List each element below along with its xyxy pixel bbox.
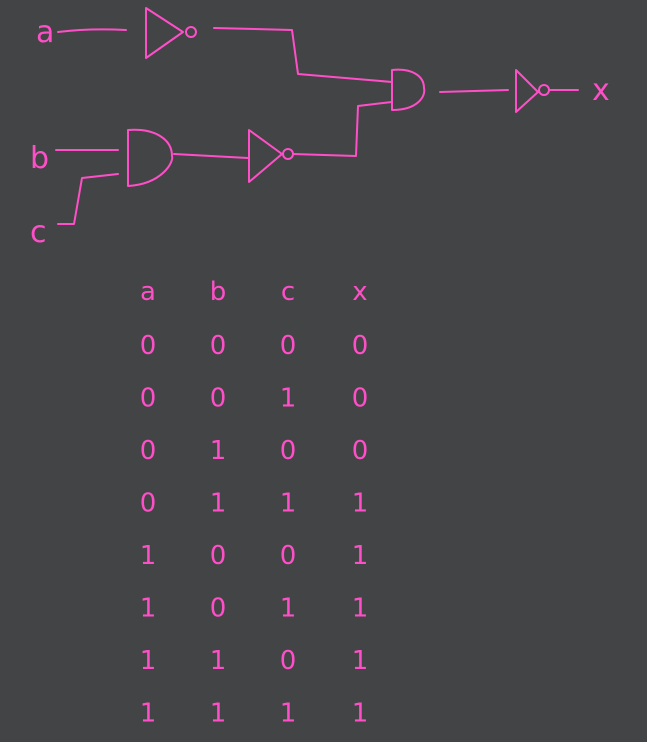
table-cell-b: 1	[210, 436, 227, 466]
wire-and-final-to-not-3	[439, 89, 509, 93]
table-cell-c: 1	[280, 489, 297, 519]
table-cell-b: 1	[210, 646, 227, 676]
table-cell-a: 0	[140, 436, 157, 466]
table-row: 1 0 0 1	[140, 541, 369, 571]
not-gate-top-bubble	[185, 26, 197, 38]
table-row: 1 0 1 1	[140, 594, 369, 624]
wire-a-to-not-1	[57, 28, 127, 33]
table-cell-c: 1	[280, 699, 297, 729]
table-cell-a: 0	[140, 331, 157, 361]
table-cell-c: 0	[280, 541, 297, 571]
table-row: 1 1 0 1	[140, 646, 369, 676]
table-cell-x: 1	[352, 699, 369, 729]
table-cell-x: 0	[352, 384, 369, 414]
table-header-c: c	[281, 277, 295, 307]
table-cell-a: 1	[140, 646, 157, 676]
input-label-b: b	[30, 141, 49, 176]
table-cell-x: 1	[352, 541, 369, 571]
not-gate-top	[145, 7, 184, 59]
table-cell-x: 1	[352, 489, 369, 519]
table-row: 0 0 1 0	[140, 384, 369, 414]
wire-c-to-and-1	[57, 173, 119, 225]
table-cell-x: 0	[352, 436, 369, 466]
not-gate-middle	[248, 129, 283, 183]
table-cell-a: 1	[140, 541, 157, 571]
table-cell-c: 0	[280, 436, 297, 466]
and-gate-final	[391, 68, 426, 111]
not-gate-middle-bubble	[282, 148, 294, 160]
table-cell-c: 0	[280, 331, 297, 361]
table-cell-b: 0	[210, 541, 227, 571]
table-cell-c: 1	[280, 594, 297, 624]
table-cell-x: 1	[352, 646, 369, 676]
table-row: 1 1 1 1	[140, 699, 369, 729]
and-gate-1	[127, 128, 174, 187]
table-cell-b: 1	[210, 489, 227, 519]
truth-table: a b c x 0 0 0 0 0 0 1 0 0 1 0 0 0 1 1 1 1 0 0 1 1 0 1 1 1 1 0 1 1 1 1 1	[140, 277, 369, 729]
table-row: 0 1 0 0	[140, 436, 369, 466]
table-cell-a: 1	[140, 594, 157, 624]
table-rows: 0 0 0 0 0 0 1 0 0 1 0 0 0 1 1 1 1 0 0 1 1 0 1 1 1 1 0 1 1 1 1 1	[140, 331, 369, 729]
wire-not-2-to-and-final	[292, 101, 393, 157]
table-cell-b: 0	[210, 594, 227, 624]
table-cell-x: 0	[352, 331, 369, 361]
table-cell-b: 1	[210, 699, 227, 729]
table-row: 0 1 1 1	[140, 489, 369, 519]
table-header-a: a	[140, 277, 156, 307]
table-cell-b: 0	[210, 331, 227, 361]
table-cell-c: 0	[280, 646, 297, 676]
input-label-a: a	[36, 15, 54, 50]
table-cell-c: 1	[280, 384, 297, 414]
table-header-x: x	[352, 277, 367, 307]
table-cell-a: 1	[140, 699, 157, 729]
table-cell-x: 1	[352, 594, 369, 624]
not-gate-output	[515, 69, 539, 113]
input-label-c: c	[30, 215, 47, 250]
not-gate-output-bubble	[538, 84, 550, 96]
table-header-b: b	[210, 277, 227, 307]
wire-and-1-to-not-2	[173, 153, 249, 159]
table-cell-a: 0	[140, 384, 157, 414]
output-label-x: x	[592, 73, 610, 108]
table-row: 0 0 0 0	[140, 331, 369, 361]
wire-not-1-to-and-final	[213, 27, 393, 83]
table-cell-b: 0	[210, 384, 227, 414]
table-cell-a: 0	[140, 489, 157, 519]
